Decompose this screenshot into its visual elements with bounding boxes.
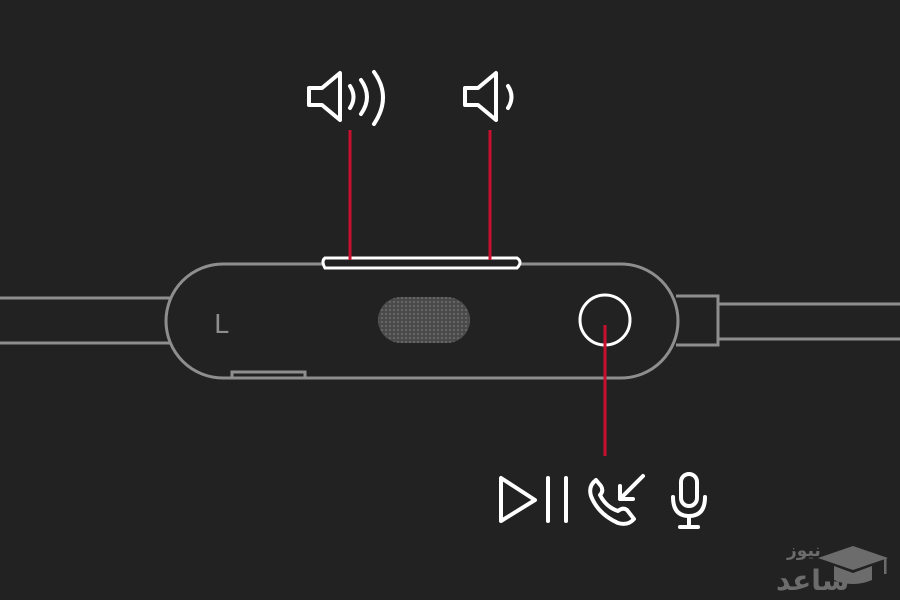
speaker-soft-icon [463,71,514,122]
microphone-icon [671,472,707,529]
pointer-lines [348,130,607,456]
answer-call-icon [588,474,645,526]
watermark-text-main: ساعد [776,564,849,597]
left-cable [0,296,170,345]
side-label: L [214,310,229,340]
microphone-grille [378,297,470,343]
speaker-loud-icon [307,70,385,126]
play-pause-icon [499,476,568,523]
graduation-cap-icon [818,546,888,584]
watermark-logo: نیوز ساعد [776,541,888,597]
volume-rocker[interactable] [321,256,522,270]
right-cable [676,294,900,347]
watermark-text-top: نیوز [786,541,821,561]
